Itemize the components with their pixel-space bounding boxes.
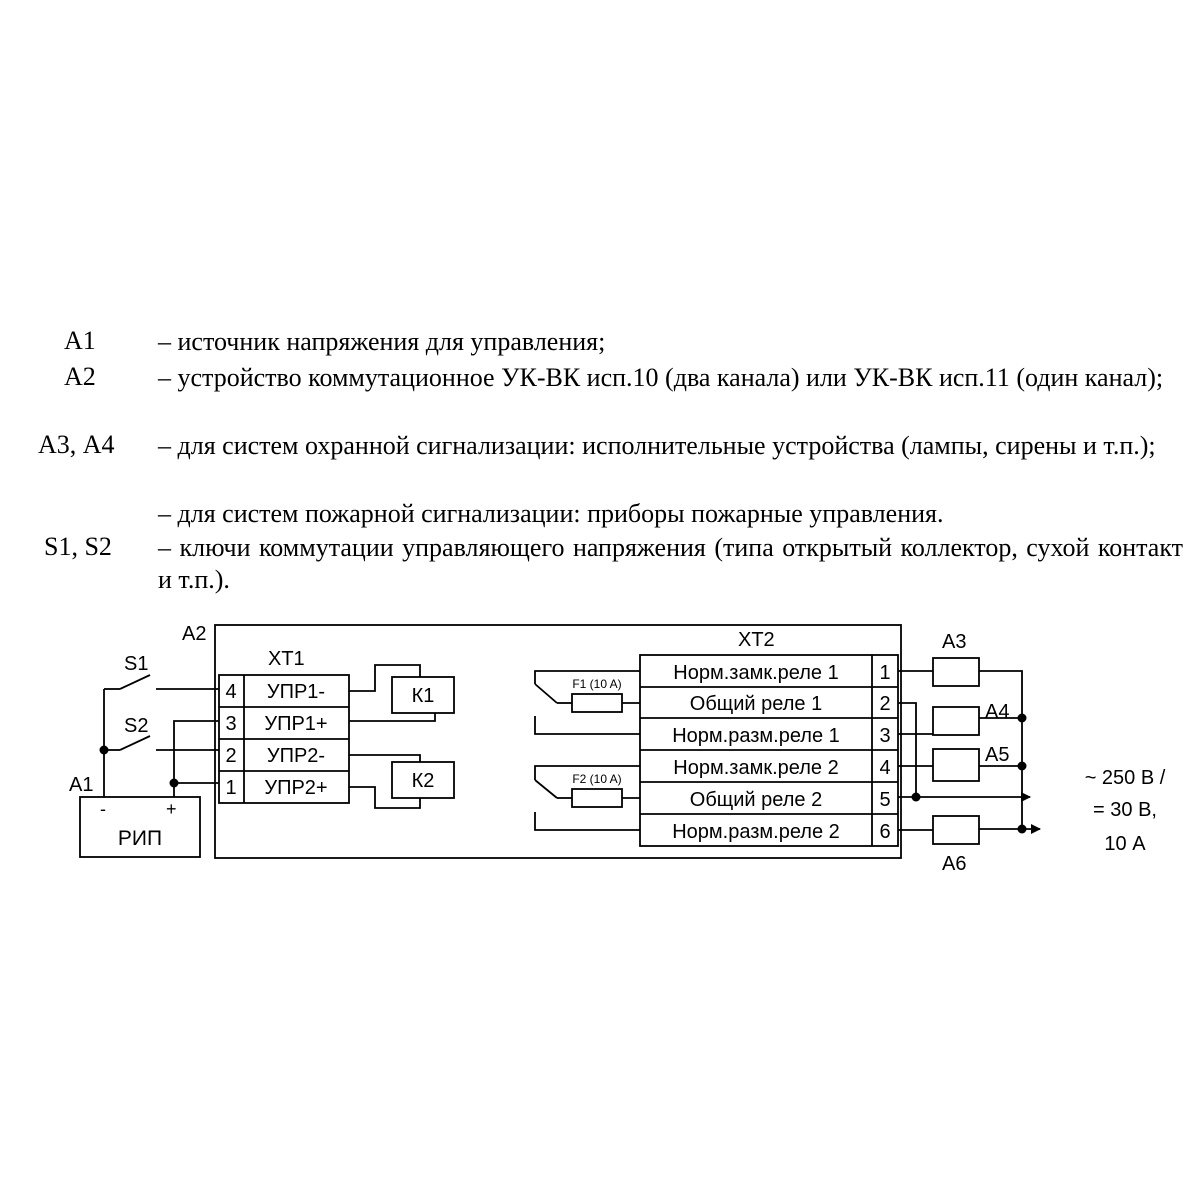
rip-box: [79, 796, 201, 858]
a3-label: А3: [942, 631, 966, 653]
f1-fuse: [571, 693, 623, 713]
a1-label: А1: [69, 774, 93, 796]
xt2-row-num: 4: [879, 757, 890, 779]
junction-dot: [911, 792, 921, 802]
xt2-row-num: 5: [879, 789, 890, 811]
f2-fuse: [571, 788, 623, 808]
a5-load: [932, 748, 980, 782]
s2-label: S2: [124, 715, 148, 737]
xt2-row-num: 3: [879, 725, 890, 747]
xt2-row-label: Норм.разм.реле 1: [672, 725, 840, 747]
xt2-label: ХТ2: [738, 629, 775, 651]
legend-text: – источник напряжения для управления;: [158, 327, 606, 356]
legend-text: – для систем охранной сигнализации: испо…: [158, 431, 1156, 460]
junction-dot: [99, 745, 109, 755]
junction-dot: [1017, 713, 1027, 723]
xt2-row-label: Общий реле 2: [690, 789, 822, 811]
xt2-row-num: 1: [879, 662, 890, 684]
legend-key: А3, А4: [38, 430, 115, 459]
a4-load: [932, 706, 980, 736]
legend-key: S1, S2: [44, 532, 112, 561]
k1-label: К1: [412, 685, 435, 707]
s1-switch: [119, 674, 151, 690]
xt1-row-label: УПР2+: [264, 777, 327, 799]
xt1-row-label: УПР1+: [264, 713, 327, 735]
legend-key: А2: [64, 362, 96, 391]
f2-label: F2 (10 A): [572, 772, 621, 786]
xt2-row-label: Общий реле 1: [690, 693, 822, 715]
legend-text: – ключи коммутации управляющего напряжен…: [158, 533, 1183, 594]
rip-plus: +: [166, 799, 177, 819]
xt1-row-num: 4: [225, 681, 236, 703]
xt2-row-label: Норм.разм.реле 2: [672, 821, 840, 843]
a6-label: А6: [942, 853, 966, 875]
k1-coil: [391, 676, 455, 714]
a4-label: А4: [985, 701, 1009, 723]
xt2-row-num: 2: [879, 693, 890, 715]
legend-text: – для систем пожарной сигнализации: приб…: [158, 499, 944, 528]
junction-dot: [169, 778, 179, 788]
k2-label: К2: [412, 770, 435, 792]
supply-label-line3: 10 А: [1104, 833, 1146, 855]
s2-switch: [119, 735, 151, 751]
xt1-label: ХТ1: [268, 648, 305, 670]
a5-label: А5: [985, 744, 1009, 766]
legend-key: А1: [64, 326, 96, 355]
xt1-row-num: 2: [225, 745, 236, 767]
xt2-row-label: Норм.замк.реле 1: [673, 662, 838, 684]
f1-label: F1 (10 A): [572, 677, 621, 691]
supply-label-line1: ~ 250 В /: [1085, 767, 1166, 789]
junction-dot: [1017, 761, 1027, 771]
a3-load: [932, 657, 980, 687]
a6-load: [932, 815, 980, 845]
xt2-row-num: 6: [879, 821, 890, 843]
rip-label: РИП: [118, 827, 162, 850]
xt1-row-label: УПР2-: [267, 745, 325, 767]
supply-label-line2: = 30 В,: [1093, 799, 1157, 821]
a2-enclosure: [214, 624, 902, 859]
a2-label: А2: [182, 623, 206, 645]
s1-label: S1: [124, 653, 148, 675]
legend-text: – устройство коммутационное УК-ВК исп.10…: [158, 363, 1164, 392]
wiring-diagram: А2 ХТ1 ХТ2 S1 S2 А1 - + РИП 4 УПР1- 3 УП…: [69, 623, 1166, 875]
rip-minus: -: [100, 799, 106, 819]
xt1-row-num: 1: [225, 777, 236, 799]
xt1-row-label: УПР1-: [267, 681, 325, 703]
xt1-row-num: 3: [225, 713, 236, 735]
k2-coil: [391, 761, 455, 799]
junction-dot: [1017, 824, 1027, 834]
xt2-row-label: Норм.замк.реле 2: [673, 757, 838, 779]
